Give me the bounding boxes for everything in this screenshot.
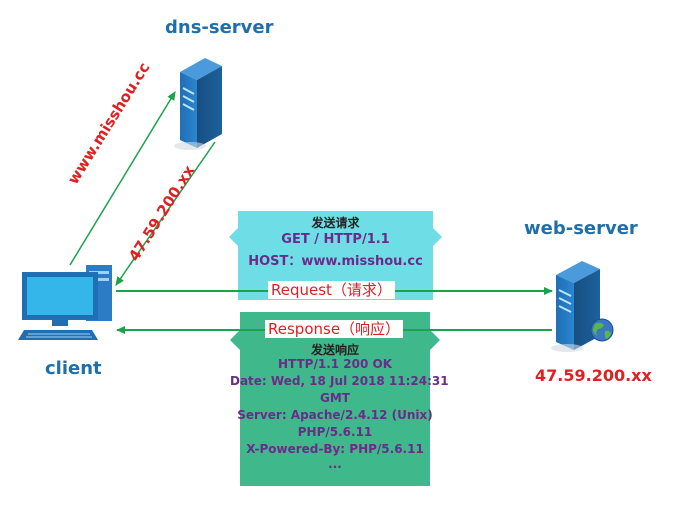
client-label: client [45, 358, 102, 379]
response-line: Date: Wed, 18 Jul 2018 11:24:31 [230, 374, 449, 388]
response-line: HTTP/1.1 200 OK [277, 357, 393, 371]
dns-query-arrow [69, 91, 176, 266]
web-server-ip: 47.59.200.xx [535, 366, 652, 385]
request-arrow-label: Request（请求） [268, 281, 395, 299]
web-server-label: web-server [524, 218, 638, 239]
response-line: PHP/5.6.11 [297, 425, 373, 439]
response-line: ... [328, 457, 342, 471]
request-text-block: 发送请求 GET / HTTP/1.1 HOST：www.misshou.cc [229, 214, 442, 298]
response-title: 发送响应 [310, 343, 359, 357]
request-title: 发送请求 [311, 216, 360, 230]
request-line: GET / HTTP/1.1 [281, 232, 390, 247]
response-text-block: 发送响应 HTTP/1.1 200 OK Date: Wed, 18 Jul 2… [230, 341, 449, 481]
dns-server-label: dns-server [165, 17, 274, 38]
dns-reply-arrow [115, 141, 216, 286]
response-bubble [230, 312, 440, 486]
dns-server-icon [174, 58, 222, 150]
globe-icon [590, 318, 614, 342]
web-server-icon [551, 261, 600, 352]
client-pc-icon [18, 265, 112, 340]
response-arrow-label: Response（响应） [265, 320, 404, 338]
response-line: GMT [320, 391, 350, 405]
request-line: HOST：www.misshou.cc [248, 254, 423, 269]
response-line: Server: Apache/2.4.12 (Unix) [237, 408, 433, 422]
response-line: X-Powered-By: PHP/5.6.11 [246, 442, 424, 456]
request-bubble [229, 211, 442, 300]
